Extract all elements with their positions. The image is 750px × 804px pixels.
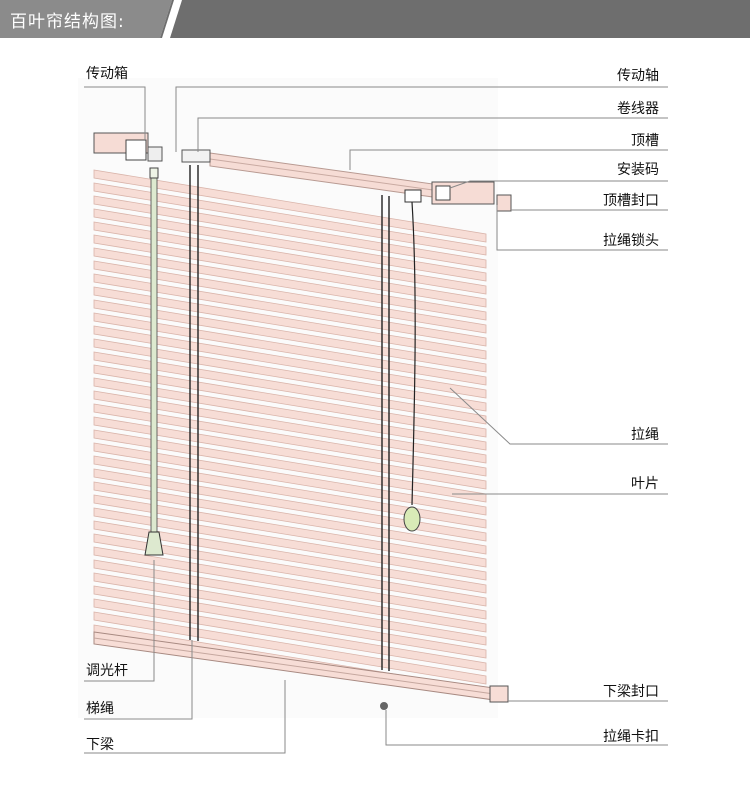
slat — [93, 533, 487, 607]
bottom-rail-shape — [93, 631, 509, 703]
title-bar-shape — [0, 0, 750, 38]
slat — [93, 429, 487, 503]
slat — [93, 364, 487, 438]
label-cord-buckle: 拉绳卡扣 — [603, 729, 659, 745]
transmission-box-shape — [93, 132, 211, 163]
slat — [93, 234, 487, 308]
slat — [93, 182, 487, 256]
label-tilt-wand: 调光杆 — [86, 663, 128, 679]
label-bottom-rail: 下梁 — [86, 737, 114, 753]
label-head-rail: 顶槽 — [631, 133, 659, 149]
slat — [93, 416, 487, 490]
slat — [93, 559, 487, 633]
label-slat: 叶片 — [631, 476, 659, 492]
slat — [93, 403, 487, 477]
page-title: 百叶帘结构图: — [10, 12, 125, 32]
slat — [93, 572, 487, 646]
slat — [93, 312, 487, 386]
label-lift-cord: 拉绳 — [631, 427, 659, 443]
label-cord-winder: 卷线器 — [617, 101, 659, 117]
slat — [93, 455, 487, 529]
label-mounting-bracket: 安装码 — [617, 162, 659, 178]
slat — [93, 507, 487, 581]
slat — [93, 325, 487, 399]
slat — [93, 273, 487, 347]
label-head-rail-end-cap: 顶槽封口 — [603, 193, 659, 209]
lift-cord-shape — [403, 201, 421, 532]
slat — [93, 611, 487, 685]
slat — [93, 286, 487, 360]
leader-lines — [84, 86, 668, 754]
slat — [93, 169, 487, 243]
head-rail-end-cap-shape — [496, 194, 512, 212]
slat — [93, 338, 487, 412]
slat — [93, 494, 487, 568]
slat — [93, 520, 487, 594]
slat — [93, 351, 487, 425]
label-transmission-box: 传动箱 — [86, 66, 128, 82]
slat — [93, 208, 487, 282]
cord-buckle-shape — [380, 702, 388, 710]
slat — [93, 468, 487, 542]
label-drive-shaft: 传动轴 — [617, 68, 659, 84]
mounting-bracket-shape — [404, 181, 495, 205]
label-cord-lock: 拉绳锁头 — [603, 233, 659, 249]
tilt-wand-shape — [144, 167, 164, 556]
title-bar: 百叶帘结构图: — [0, 0, 750, 38]
slat — [93, 481, 487, 555]
slat — [93, 260, 487, 334]
slat — [93, 442, 487, 516]
slat — [93, 546, 487, 620]
slat — [93, 390, 487, 464]
slat — [93, 195, 487, 269]
slat — [93, 221, 487, 295]
slat — [93, 299, 487, 373]
slat — [93, 585, 487, 659]
label-bottom-rail-end-cap: 下梁封口 — [603, 684, 659, 700]
label-ladder-cord: 梯绳 — [86, 701, 114, 717]
slat — [93, 377, 487, 451]
slat — [93, 247, 487, 321]
slat — [93, 598, 487, 672]
slats-group — [93, 169, 487, 698]
